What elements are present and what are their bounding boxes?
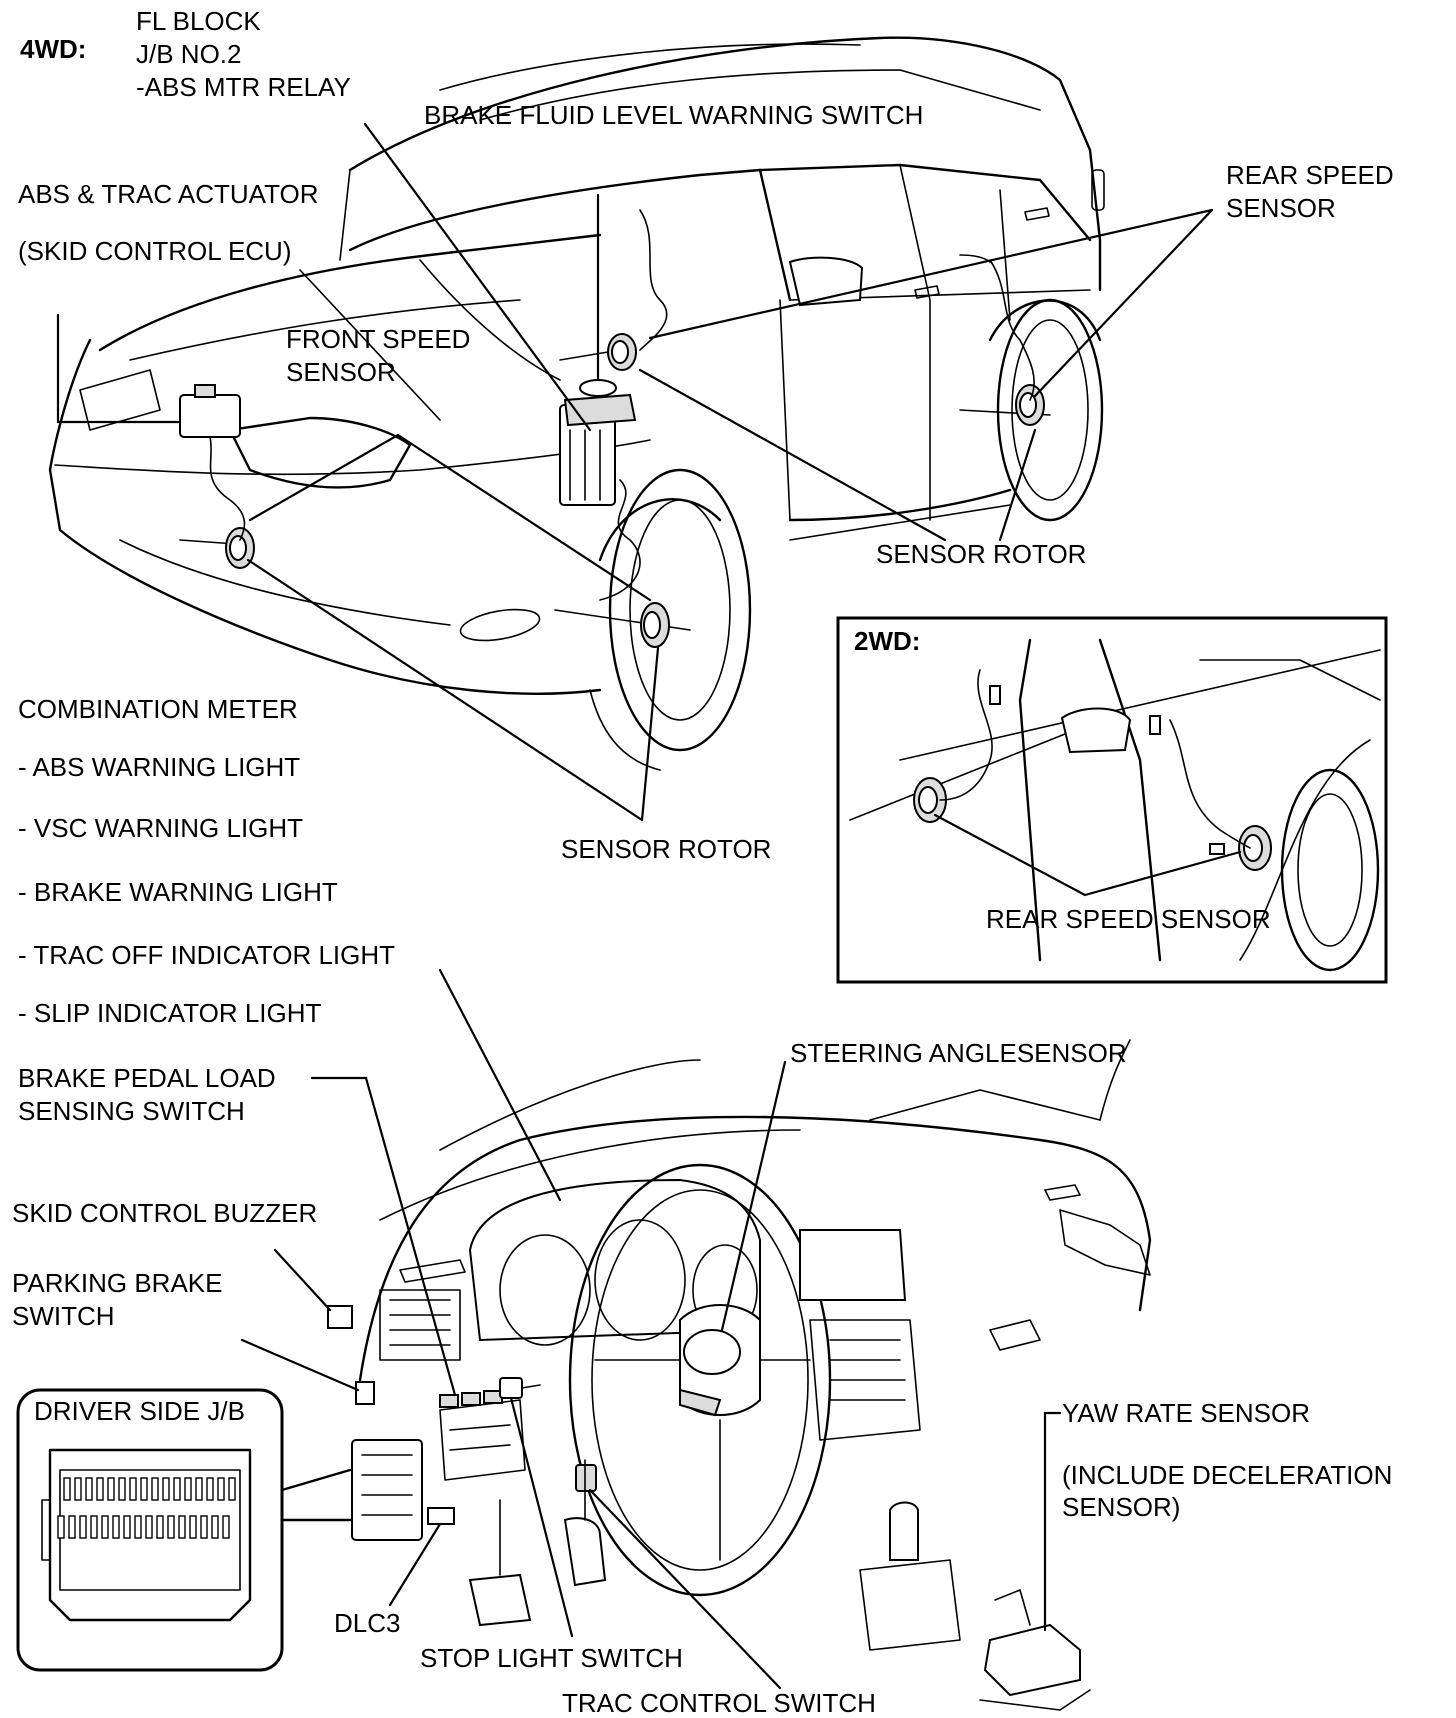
label-fl-block: FL BLOCK	[136, 6, 261, 36]
jb-fuse-slot	[101, 1515, 109, 1539]
jb-fuse-row-top	[63, 1477, 236, 1501]
jb-fuse-slot	[140, 1477, 148, 1501]
jb-fuse-slot	[206, 1477, 214, 1501]
label-slip-indicator-light: - SLIP INDICATOR LIGHT	[18, 998, 322, 1028]
driver-side-jb-part	[351, 1439, 423, 1541]
dashboard-illustration	[327, 1039, 1152, 1711]
jb-fuse-slot	[118, 1477, 126, 1501]
label-skid-control-buzzer: SKID CONTROL BUZZER	[12, 1198, 317, 1228]
label-skid-control-ecu: (SKID CONTROL ECU)	[18, 236, 292, 266]
stop-light-switch-part	[499, 1377, 541, 1399]
jb-fuse-slot	[195, 1477, 203, 1501]
jb-fuse-slot	[145, 1515, 153, 1539]
label-trac-off-indicator-light: - TRAC OFF INDICATOR LIGHT	[18, 940, 395, 970]
label-combination-meter: COMBINATION METER	[18, 694, 298, 724]
jb-fuse-slot	[173, 1477, 181, 1501]
label-brake-fluid-level-warning-switch: BRAKE FLUID LEVEL WARNING SWITCH	[424, 100, 923, 130]
label-rear-speed-sensor-line1: REAR SPEED	[1226, 160, 1394, 190]
label-trac-control-switch: TRAC CONTROL SWITCH	[562, 1688, 876, 1718]
label-steering-angle-sensor: STEERING ANGLESENSOR	[790, 1038, 1127, 1068]
jb-fuse-slot	[134, 1515, 142, 1539]
jb-fuse-slot	[107, 1477, 115, 1501]
jb-fuse-slot	[222, 1515, 230, 1539]
label-rear-speed-sensor-line2: SENSOR	[1226, 193, 1336, 223]
label-2wd: 2WD:	[854, 626, 920, 656]
jb-fuse-slot	[129, 1477, 137, 1501]
jb-fuse-slot	[74, 1477, 82, 1501]
jb-fuse-slot	[211, 1515, 219, 1539]
jb-fuse-slot	[178, 1515, 186, 1539]
label-brake-warning-light: - BRAKE WARNING LIGHT	[18, 877, 338, 907]
label-jb-no2: J/B NO.2	[136, 39, 241, 69]
jb-fuse-slot	[123, 1515, 131, 1539]
label-abs-mtr-relay: -ABS MTR RELAY	[136, 72, 351, 102]
leader-lines	[56, 122, 1242, 1690]
front-sensor-rotor-left	[225, 527, 255, 569]
abs-trac-actuator-part	[179, 384, 246, 541]
label-sensor-rotor-rear: SENSOR ROTOR	[876, 539, 1086, 569]
jb-fuse-slot	[63, 1477, 71, 1501]
label-include-decel-line2: SENSOR)	[1062, 1492, 1180, 1522]
jb-fuse-slot	[189, 1515, 197, 1539]
label-abs-warning-light: - ABS WARNING LIGHT	[18, 752, 300, 782]
trac-control-switch-part	[575, 1464, 597, 1492]
jb-fuse-slot	[217, 1477, 225, 1501]
skid-control-buzzer-part	[327, 1305, 353, 1329]
jb-fuse-slot	[112, 1515, 120, 1539]
jb-fuse-row-bottom	[57, 1515, 230, 1539]
label-vsc-warning-light: - VSC WARNING LIGHT	[18, 813, 303, 843]
front-sensor-rotor-right	[640, 602, 670, 648]
jb-fuse-slot	[162, 1477, 170, 1501]
brake-master-cylinder-part	[559, 379, 637, 506]
jb-fuse-slot	[156, 1515, 164, 1539]
jb-fuse-slot	[79, 1515, 87, 1539]
label-driver-side-jb: DRIVER SIDE J/B	[34, 1396, 245, 1426]
label-dlc3: DLC3	[334, 1608, 400, 1638]
label-front-speed-sensor-line2: SENSOR	[286, 357, 396, 387]
label-4wd: 4WD:	[20, 34, 86, 64]
driver-side-jb-inset	[16, 1388, 352, 1672]
jb-fuse-slot	[68, 1515, 76, 1539]
dlc3-part	[427, 1507, 455, 1525]
label-stop-light-switch: STOP LIGHT SWITCH	[420, 1643, 683, 1673]
parking-brake-switch-part	[355, 1381, 375, 1405]
label-include-decel-line1: (INCLUDE DECELERATION	[1062, 1460, 1392, 1490]
jb-fuse-slot	[57, 1515, 65, 1539]
label-rear-speed-sensor-2wd: REAR SPEED SENSOR	[986, 904, 1271, 934]
label-sensor-rotor-front: SENSOR ROTOR	[561, 834, 771, 864]
label-brake-pedal-load-line1: BRAKE PEDAL LOAD	[18, 1063, 276, 1093]
label-brake-pedal-load-line2: SENSING SWITCH	[18, 1096, 245, 1126]
label-parking-brake-line2: SWITCH	[12, 1301, 115, 1331]
jb-fuse-slot	[90, 1515, 98, 1539]
label-parking-brake-line1: PARKING BRAKE	[12, 1268, 222, 1298]
jb-fuse-slot	[85, 1477, 93, 1501]
jb-fuse-slot	[167, 1515, 175, 1539]
combination-meter-part	[468, 1178, 761, 1346]
label-yaw-rate-sensor: YAW RATE SENSOR	[1062, 1398, 1310, 1428]
steering-angle-sensor-part	[679, 1329, 741, 1417]
jb-fuse-slot	[151, 1477, 159, 1501]
text-labels: 4WD: FL BLOCK J/B NO.2 -ABS MTR RELAY BR…	[12, 6, 1394, 1718]
jb-fuse-slot	[200, 1515, 208, 1539]
jb-fuse-slot	[96, 1477, 104, 1501]
label-front-speed-sensor-line1: FRONT SPEED	[286, 324, 470, 354]
inset-2wd	[836, 616, 1388, 984]
jb-fuse-slot	[184, 1477, 192, 1501]
jb-fuse-slot	[228, 1477, 236, 1501]
rear-sensor-rotor-left	[607, 333, 637, 371]
yaw-rate-sensor-part	[979, 1589, 1091, 1711]
label-abs-trac-actuator: ABS & TRAC ACTUATOR	[18, 179, 319, 209]
